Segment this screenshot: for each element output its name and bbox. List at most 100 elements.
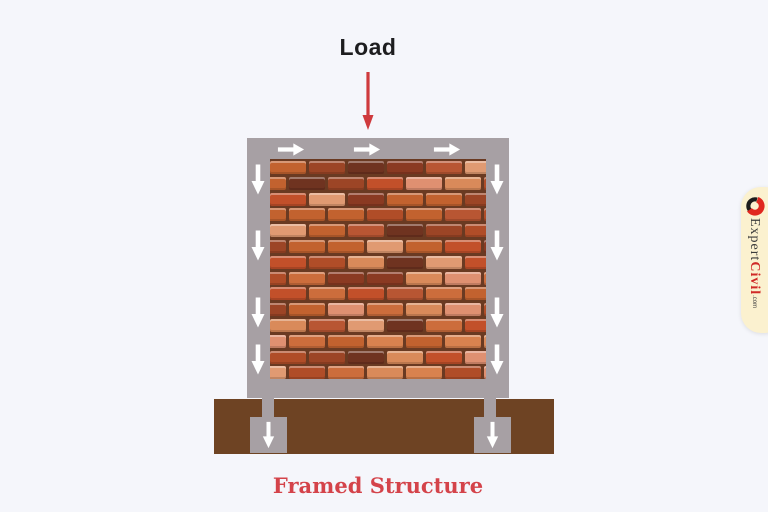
brick: [367, 271, 403, 285]
logo-text-civil: Civil: [747, 261, 762, 296]
brick: [309, 319, 345, 332]
brick: [270, 192, 306, 206]
brick: [328, 303, 364, 317]
brick: [445, 240, 481, 253]
brick: [289, 334, 325, 348]
brick: [406, 271, 442, 285]
brick: [289, 240, 325, 253]
brick: [484, 176, 486, 190]
brick: [270, 334, 286, 348]
brick: [406, 303, 442, 317]
brick: [387, 350, 423, 364]
brick: [387, 224, 423, 238]
load-label: Load: [339, 34, 397, 60]
brick: [406, 208, 442, 222]
brick: [289, 208, 325, 222]
brick: [289, 303, 325, 317]
beam-right-arrow-icon: [277, 142, 305, 157]
brick: [465, 319, 486, 332]
brick: [270, 350, 306, 364]
brick-wall: [270, 159, 486, 379]
brick-row: [270, 255, 486, 269]
brick: [367, 334, 403, 348]
right-column-stub: [484, 397, 496, 418]
brick: [445, 303, 481, 317]
brick: [465, 350, 486, 364]
brick-row: [270, 224, 486, 238]
brick: [309, 350, 345, 364]
brick: [328, 176, 364, 190]
brick-row: [270, 161, 486, 174]
load-down-arrow-icon: [360, 71, 376, 133]
brick: [328, 271, 364, 285]
brick: [367, 176, 403, 190]
left-column-down-arrow-icon: [250, 296, 266, 329]
brick: [426, 192, 462, 206]
brick: [445, 334, 481, 348]
brick: [309, 255, 345, 269]
brick: [270, 271, 286, 285]
brick: [465, 255, 486, 269]
brick: [328, 334, 364, 348]
brick: [348, 350, 384, 364]
right-column-down-arrow-icon: [489, 296, 505, 329]
brick: [445, 208, 481, 222]
brick: [270, 161, 306, 174]
brick: [426, 319, 462, 332]
brick-row: [270, 240, 486, 253]
brick-row: [270, 287, 486, 301]
brick: [309, 161, 345, 174]
brick: [484, 271, 486, 285]
brick-row: [270, 271, 486, 285]
brick: [484, 208, 486, 222]
brick: [426, 161, 462, 174]
brick: [309, 224, 345, 238]
brick: [445, 366, 481, 379]
footing-down-arrow-icon: [485, 421, 500, 449]
brick: [367, 366, 403, 379]
brick: [270, 240, 286, 253]
brick-row: [270, 350, 486, 364]
brick-row: [270, 334, 486, 348]
brick: [270, 319, 306, 332]
left-column-stub: [262, 397, 274, 418]
brick: [426, 224, 462, 238]
brick: [270, 255, 306, 269]
brick: [289, 366, 325, 379]
brick: [348, 224, 384, 238]
brick: [348, 192, 384, 206]
brick: [426, 255, 462, 269]
brick: [348, 161, 384, 174]
brick: [270, 366, 286, 379]
brick: [465, 224, 486, 238]
brick: [387, 192, 423, 206]
brick: [406, 176, 442, 190]
brick: [406, 240, 442, 253]
right-column-down-arrow-icon: [489, 343, 505, 376]
brick: [406, 334, 442, 348]
brick: [367, 303, 403, 317]
right-column-down-arrow-icon: [489, 163, 505, 196]
brick-row: [270, 303, 486, 317]
right-footing: [474, 417, 511, 453]
brick: [270, 287, 306, 301]
brick: [289, 271, 325, 285]
brick: [426, 350, 462, 364]
brick: [387, 255, 423, 269]
brick: [309, 192, 345, 206]
logo-text-expert: Expert: [747, 218, 762, 262]
brick: [484, 240, 486, 253]
brick-row: [270, 192, 486, 206]
brick: [465, 192, 486, 206]
brick: [465, 161, 486, 174]
brick: [367, 240, 403, 253]
brick: [387, 161, 423, 174]
brick: [348, 319, 384, 332]
beam-right-arrow-icon: [433, 142, 461, 157]
brick: [445, 176, 481, 190]
logo-text-tld: .com: [751, 295, 757, 309]
brick: [328, 366, 364, 379]
brick: [309, 287, 345, 301]
left-column-down-arrow-icon: [250, 163, 266, 196]
